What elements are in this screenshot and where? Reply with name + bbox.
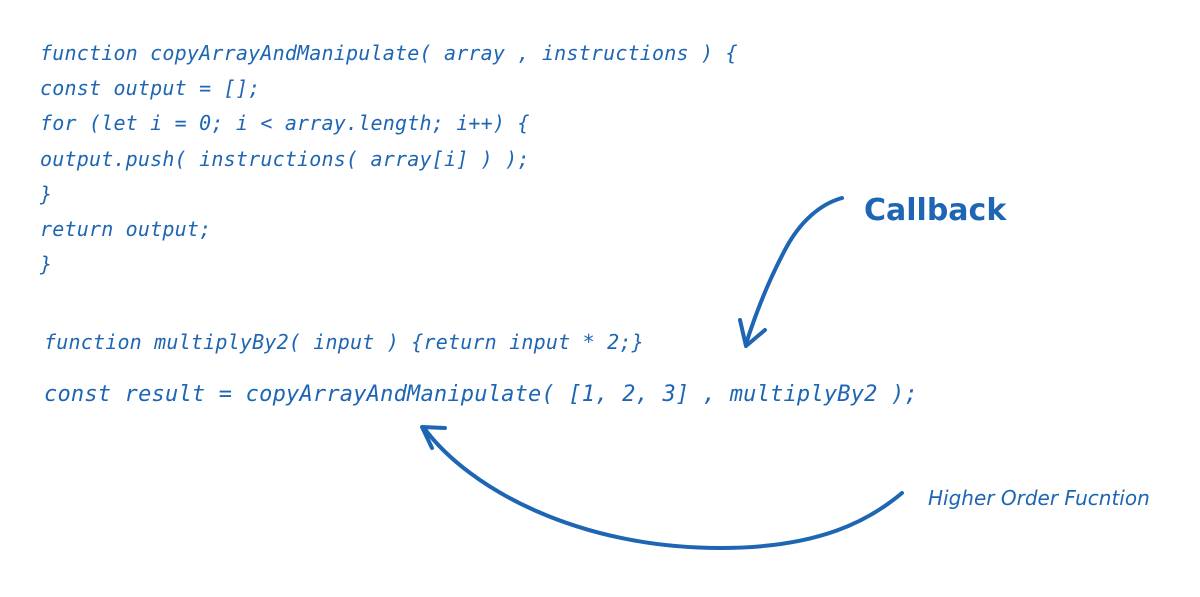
callback-arrow-shaft — [744, 196, 844, 346]
callback-label: Callback — [864, 193, 1007, 228]
code-line-output-declaration: const output = []; — [40, 76, 261, 100]
code-line-function-signature: function copyArrayAndManipulate( array ,… — [40, 41, 738, 65]
code-line-function-close: } — [40, 252, 53, 276]
code-line-multiply-by-2: function multiplyBy2( input ) {return in… — [44, 330, 644, 354]
higher-order-function-label: Higher Order Fucntion — [928, 486, 1150, 510]
code-line-output-push: output.push( instructions( array[i] ) ); — [40, 147, 530, 171]
code-line-const-result: const result = copyArrayAndManipulate( [… — [44, 382, 918, 407]
code-line-loop-close: } — [40, 182, 53, 206]
higher-order-arrow-head — [420, 425, 447, 450]
callback-arrow-head — [738, 318, 767, 348]
higher-order-arrow-shaft — [422, 426, 904, 550]
code-line-return-output: return output; — [40, 217, 212, 241]
code-line-for-loop: for (let i = 0; i < array.length; i++) { — [40, 111, 530, 135]
